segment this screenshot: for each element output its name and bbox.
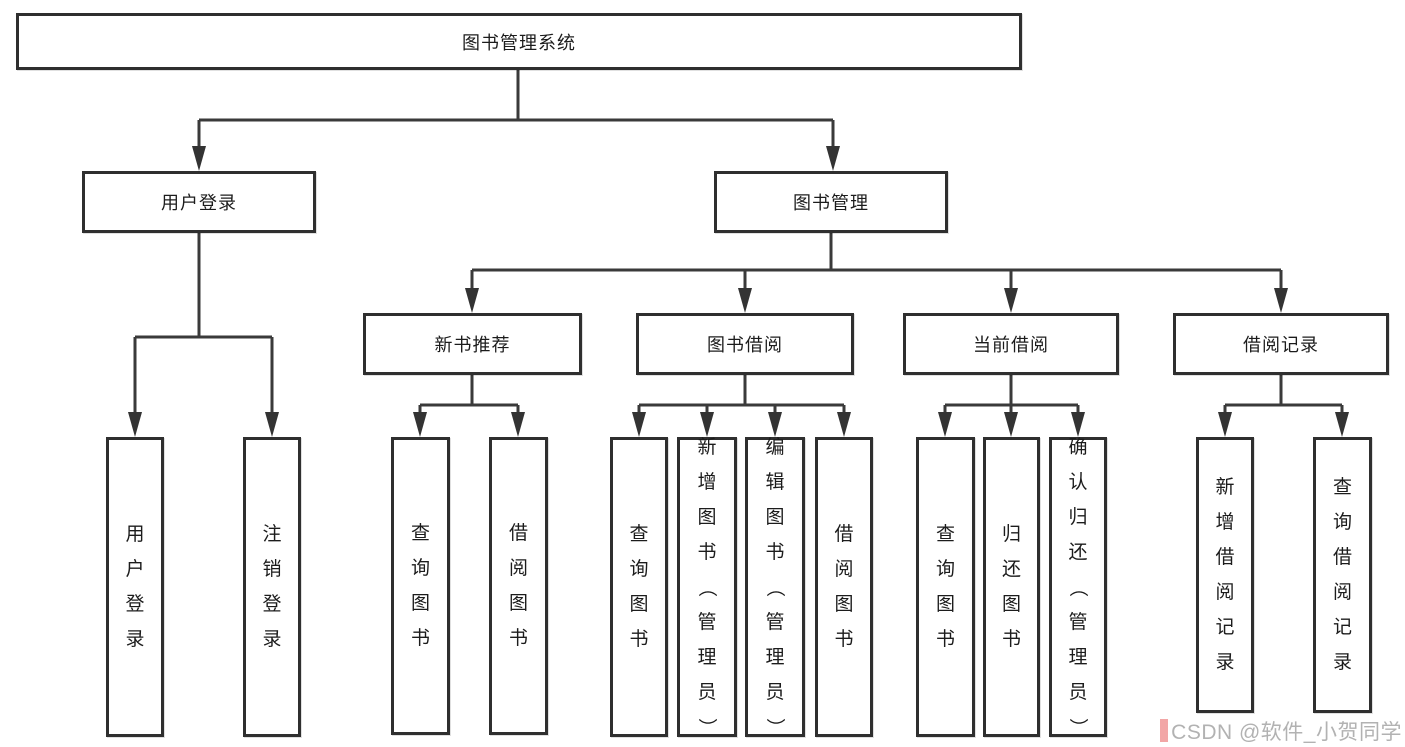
node-borrowing-records: 借阅记录 xyxy=(1173,313,1389,375)
node-label: 确认归还（管理员） xyxy=(1067,436,1089,737)
leaf-user-login: 用户登录 xyxy=(106,437,164,737)
connector-newbook-to-leaves xyxy=(418,375,520,416)
node-label: 图书借阅 xyxy=(707,335,783,355)
leaf-query-borrow-record: 查询借阅记录 xyxy=(1313,437,1372,713)
arrowhead xyxy=(738,288,752,313)
arrowhead xyxy=(1274,288,1288,313)
node-book-management: 图书管理 xyxy=(714,171,948,233)
leaf-return-book: 归还图书 xyxy=(983,437,1040,737)
arrowhead xyxy=(1218,412,1232,437)
leaf-add-book-admin: 新增图书（管理员） xyxy=(677,437,737,737)
node-label: 查询图书 xyxy=(410,523,430,649)
arrowhead xyxy=(700,412,714,437)
leaf-borrow-book: 借阅图书 xyxy=(815,437,873,737)
arrowhead xyxy=(837,412,851,437)
arrowhead xyxy=(192,146,206,171)
arrowhead xyxy=(1004,412,1018,437)
connector-bookborrow-to-leaves xyxy=(637,375,846,416)
connector-currentborrow-to-leaves xyxy=(943,375,1080,416)
node-label: 图书管理系统 xyxy=(462,32,576,53)
leaf-confirm-return-admin: 确认归还（管理员） xyxy=(1049,437,1107,737)
node-label: 借阅记录 xyxy=(1243,335,1319,355)
node-label: 当前借阅 xyxy=(973,335,1049,355)
arrowhead xyxy=(465,288,479,313)
connector-bookmgmt-to-level3 xyxy=(470,233,1283,292)
node-book-borrowing: 图书借阅 xyxy=(636,313,854,375)
leaf-edit-book-admin: 编辑图书（管理员） xyxy=(745,437,805,737)
node-new-book-recommend: 新书推荐 xyxy=(363,313,582,375)
csdn-logo-fragment xyxy=(1160,719,1168,742)
node-user-login: 用户登录 xyxy=(82,171,316,233)
node-label: 用户登录 xyxy=(161,193,237,213)
arrowhead xyxy=(1071,412,1085,437)
node-label: 借阅图书 xyxy=(834,524,854,650)
arrowhead xyxy=(128,412,142,437)
node-label: 归还图书 xyxy=(1001,524,1021,650)
node-label: 新增借阅记录 xyxy=(1215,477,1235,673)
node-root-library-system: 图书管理系统 xyxy=(16,13,1022,70)
node-label: 编辑图书（管理员） xyxy=(764,436,786,737)
watermark: CSDN @软件_小贺同学 xyxy=(1171,721,1402,744)
connector-userlogin-to-leaves xyxy=(133,233,274,416)
arrowhead xyxy=(768,412,782,437)
arrowheads xyxy=(128,146,1349,437)
arrowhead xyxy=(938,412,952,437)
node-label: 新书推荐 xyxy=(434,335,511,355)
arrowhead xyxy=(1335,412,1349,437)
node-label: 查询借阅记录 xyxy=(1332,477,1352,673)
leaf-borrow-book-newbook: 借阅图书 xyxy=(489,437,548,735)
node-label: 借阅图书 xyxy=(508,523,528,649)
node-label: 查询图书 xyxy=(629,524,649,650)
node-label: 用户登录 xyxy=(125,524,145,650)
arrowhead xyxy=(632,412,646,437)
arrowhead xyxy=(265,412,279,437)
node-label: 图书管理 xyxy=(793,193,869,213)
node-current-borrowing: 当前借阅 xyxy=(903,313,1119,375)
leaf-add-borrow-record: 新增借阅记录 xyxy=(1196,437,1254,713)
leaf-query-book-newbook: 查询图书 xyxy=(391,437,450,735)
connector-root-to-level2 xyxy=(197,70,835,150)
leaf-logout: 注销登录 xyxy=(243,437,301,737)
node-label: 查询图书 xyxy=(935,524,955,650)
arrowhead xyxy=(1004,288,1018,313)
leaf-query-book-borrow: 查询图书 xyxy=(610,437,668,737)
node-label: 注销登录 xyxy=(262,524,282,650)
arrowhead xyxy=(826,146,840,171)
node-label: 新增图书（管理员） xyxy=(696,436,718,737)
arrowhead xyxy=(511,412,525,437)
arrowhead xyxy=(413,412,427,437)
leaf-query-book-current: 查询图书 xyxy=(916,437,975,737)
connector-borrowrecord-to-leaves xyxy=(1223,375,1344,416)
